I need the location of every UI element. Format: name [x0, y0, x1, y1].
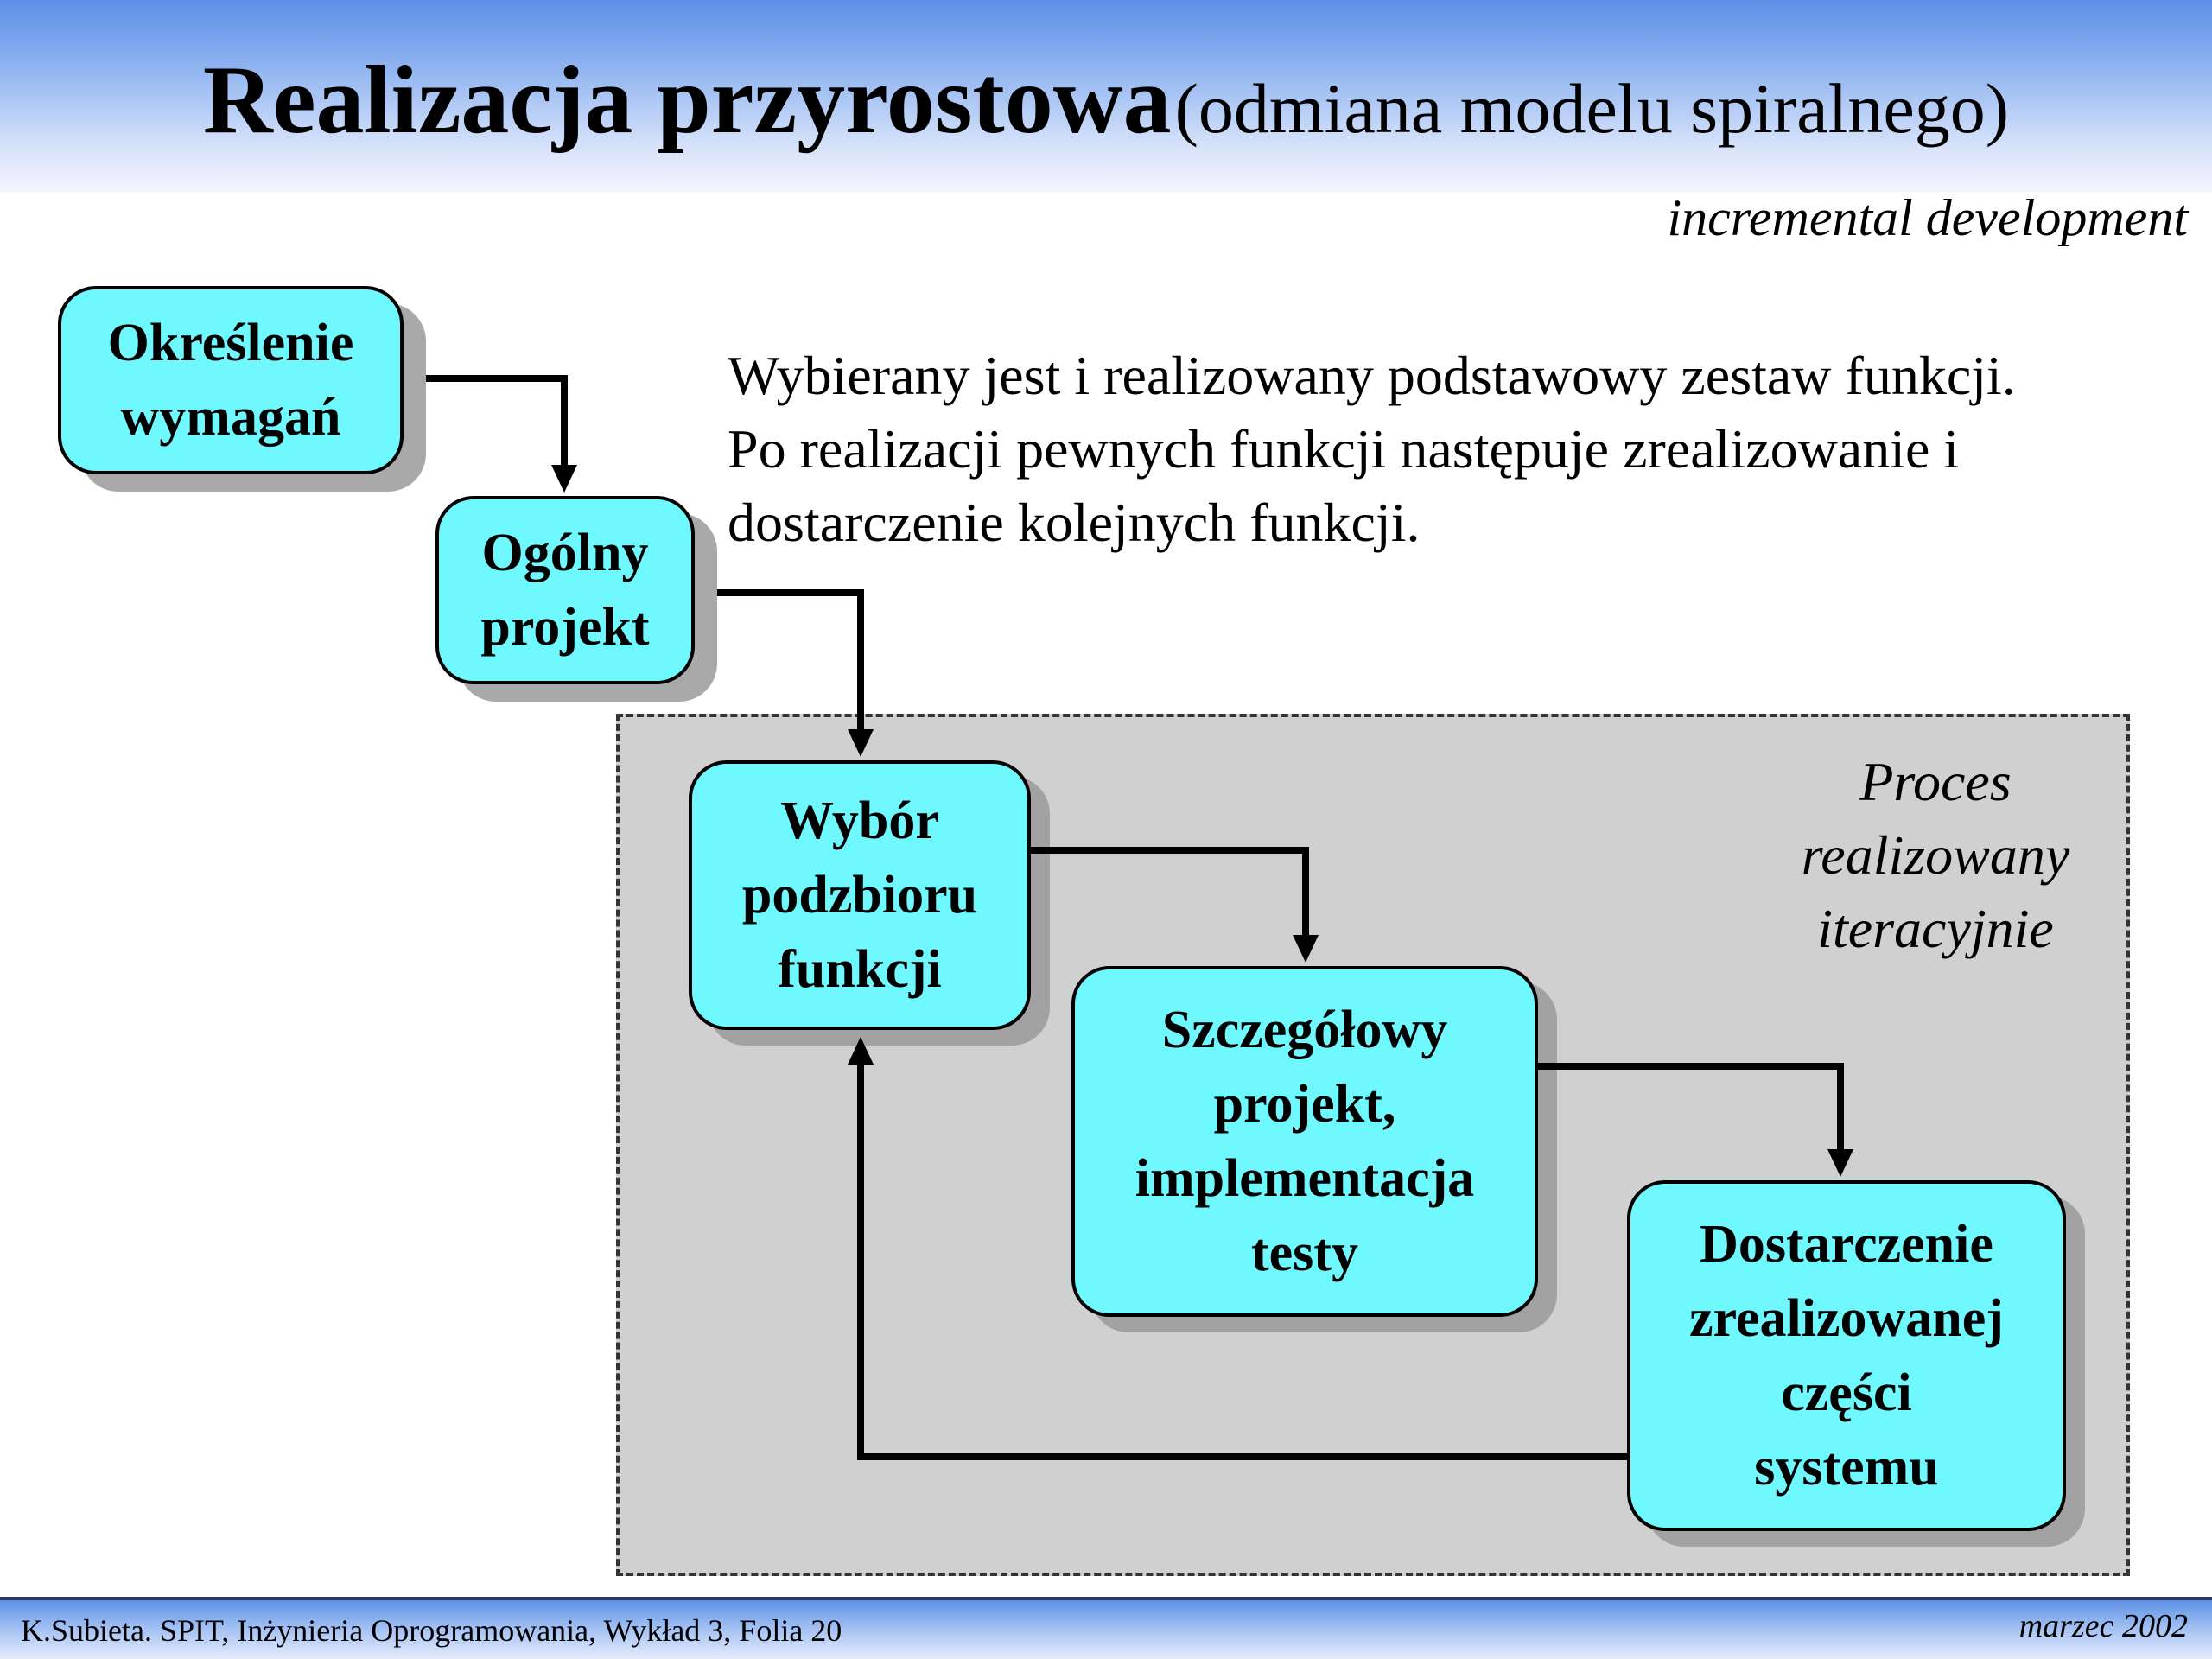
- box-label: Szczegółowy projekt, implementacja testy: [1135, 1001, 1475, 1282]
- title-main: Realizacja przyrostowa: [202, 47, 1172, 154]
- arrowhead: [1293, 935, 1319, 963]
- description-text: Wybierany jest i realizowany podstawowy …: [728, 339, 2188, 559]
- iteration-label-line: realizowany: [1801, 824, 2070, 886]
- box-general-design: Ogólny projekt: [435, 496, 695, 684]
- arrow-subset-selection-to-detailed-design: [1031, 847, 1309, 938]
- arrow-requirements-to-general-design: [426, 375, 568, 468]
- arrow-general-design-to-subset-selection: [717, 589, 864, 733]
- description-line: dostarczenie kolejnych funkcji.: [728, 492, 1421, 553]
- footer-date: marzec 2002: [2018, 1608, 2188, 1644]
- iteration-label-line: Proces: [1859, 751, 2012, 812]
- footer-bar: [0, 1597, 2212, 1659]
- arrowhead: [1827, 1149, 1853, 1177]
- arrow-delivery-to-subset-selection: [857, 1063, 1627, 1460]
- subtitle: incremental development: [1667, 189, 2188, 246]
- box-subset-selection: Wybór podzbioru funkcji: [689, 760, 1031, 1030]
- iteration-label-line: iteracyjnie: [1817, 898, 2054, 959]
- arrow-detailed-design-to-delivery: [1538, 1063, 1844, 1153]
- box-label: Wybór podzbioru funkcji: [741, 791, 978, 999]
- arrowhead: [551, 465, 577, 493]
- box-label: Określenie wymagań: [107, 314, 354, 447]
- description-line: Wybierany jest i realizowany podstawowy …: [728, 345, 2016, 406]
- box-label: Ogólny projekt: [480, 524, 650, 657]
- slide-title: Realizacja przyrostowa (odmiana modelu s…: [0, 45, 2212, 156]
- box-delivery: Dostarczenie zrealizowanej części system…: [1627, 1180, 2066, 1531]
- iteration-label: Proces realizowany iteracyjnie: [1728, 745, 2143, 965]
- arrowhead: [848, 729, 874, 757]
- footer-citation: K.Subieta. SPIT, Inżynieria Oprogramowan…: [21, 1613, 842, 1648]
- box-label: Dostarczenie zrealizowanej części system…: [1689, 1215, 2004, 1497]
- box-requirements: Określenie wymagań: [58, 286, 404, 474]
- arrowhead: [848, 1037, 874, 1065]
- title-sub: (odmiana modelu spiralnego): [1174, 69, 2010, 148]
- description-line: Po realizacji pewnych funkcji następuje …: [728, 418, 1960, 480]
- title-bar: [0, 0, 2212, 192]
- box-detailed-design: Szczegółowy projekt, implementacja testy: [1071, 966, 1538, 1317]
